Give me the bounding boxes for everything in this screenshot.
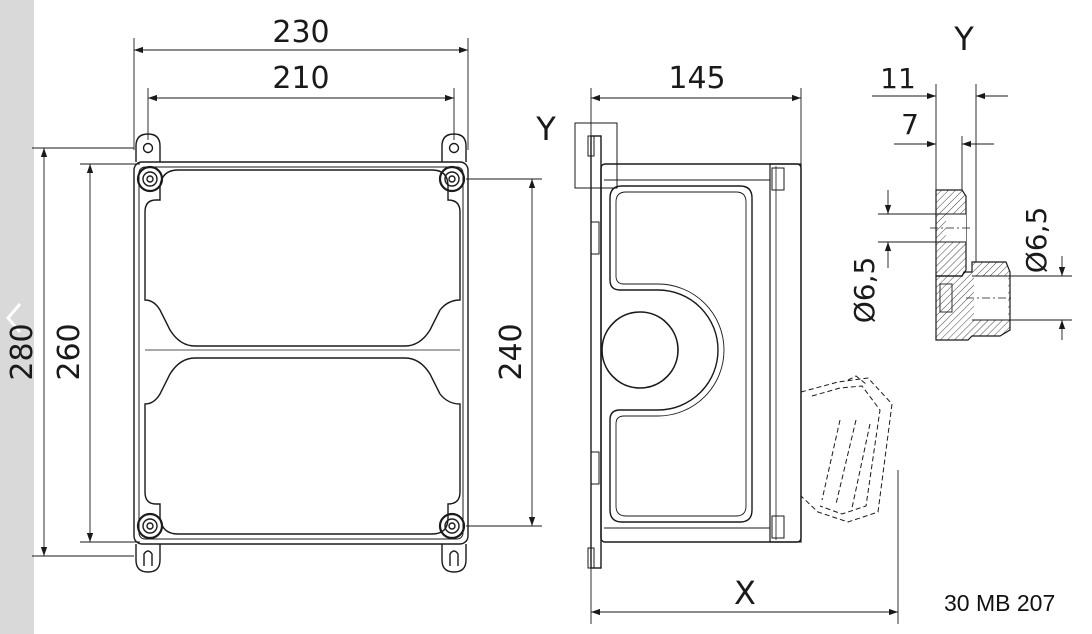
side-view <box>574 122 893 569</box>
sidebar-strip <box>0 0 34 634</box>
side-flange-clip-top <box>590 221 600 255</box>
front-screw-bottom-right <box>438 512 466 540</box>
side-body <box>600 163 802 543</box>
side-connector-outline <box>800 375 893 523</box>
chevron-left-icon[interactable] <box>2 298 28 338</box>
detail-marker-y: Y <box>535 110 556 148</box>
front-lug-hole-top-right <box>448 142 460 154</box>
side-latch-top <box>771 167 785 191</box>
dim-label-dia-right: Ø6,5 <box>1020 207 1053 274</box>
dim-label-240: 240 <box>494 323 529 380</box>
front-upper-panel <box>144 169 461 347</box>
front-screw-top-right <box>438 165 466 193</box>
side-detail-y-box <box>574 122 618 189</box>
dim-label-280: 280 <box>5 323 40 380</box>
front-lug-hole-top-left <box>142 142 154 154</box>
side-flange-clip-bottom <box>590 451 600 485</box>
dim-label-dia-left: Ø6,5 <box>848 257 881 324</box>
front-lug-bottom-right <box>441 544 467 573</box>
front-lug-slot-bottom-right <box>449 550 459 566</box>
detail-title-y: Y <box>953 20 974 58</box>
side-dimensions <box>590 88 899 624</box>
front-inner-frame <box>138 166 464 540</box>
detail-y-view <box>930 189 1012 341</box>
front-lower-panel <box>144 357 461 535</box>
dim-label-230: 230 <box>272 15 329 50</box>
front-screw-bottom-left <box>136 512 164 540</box>
side-cable-entry-hole <box>601 311 679 389</box>
side-latch-bottom <box>771 515 785 539</box>
front-dimensions <box>32 38 542 557</box>
front-screw-top-left <box>136 165 164 193</box>
detail-y-dimensions <box>872 84 1072 340</box>
front-outer-body <box>133 161 469 545</box>
side-inner-recess-inner <box>615 191 747 517</box>
side-inner-recess <box>609 185 753 523</box>
dim-label-260: 260 <box>52 323 87 380</box>
front-lug-bottom-left <box>135 544 161 573</box>
reference-code: 30 MB 207 <box>944 590 1056 616</box>
front-view <box>133 133 469 573</box>
dim-label-7: 7 <box>901 108 919 141</box>
dim-label-11: 11 <box>880 62 916 95</box>
dim-label-145: 145 <box>668 61 725 96</box>
side-lid <box>769 163 802 543</box>
front-lug-slot-bottom-left <box>143 550 153 566</box>
dim-label-x: X <box>734 574 756 612</box>
dim-label-210: 210 <box>272 61 329 96</box>
side-mounting-flange <box>590 135 602 569</box>
